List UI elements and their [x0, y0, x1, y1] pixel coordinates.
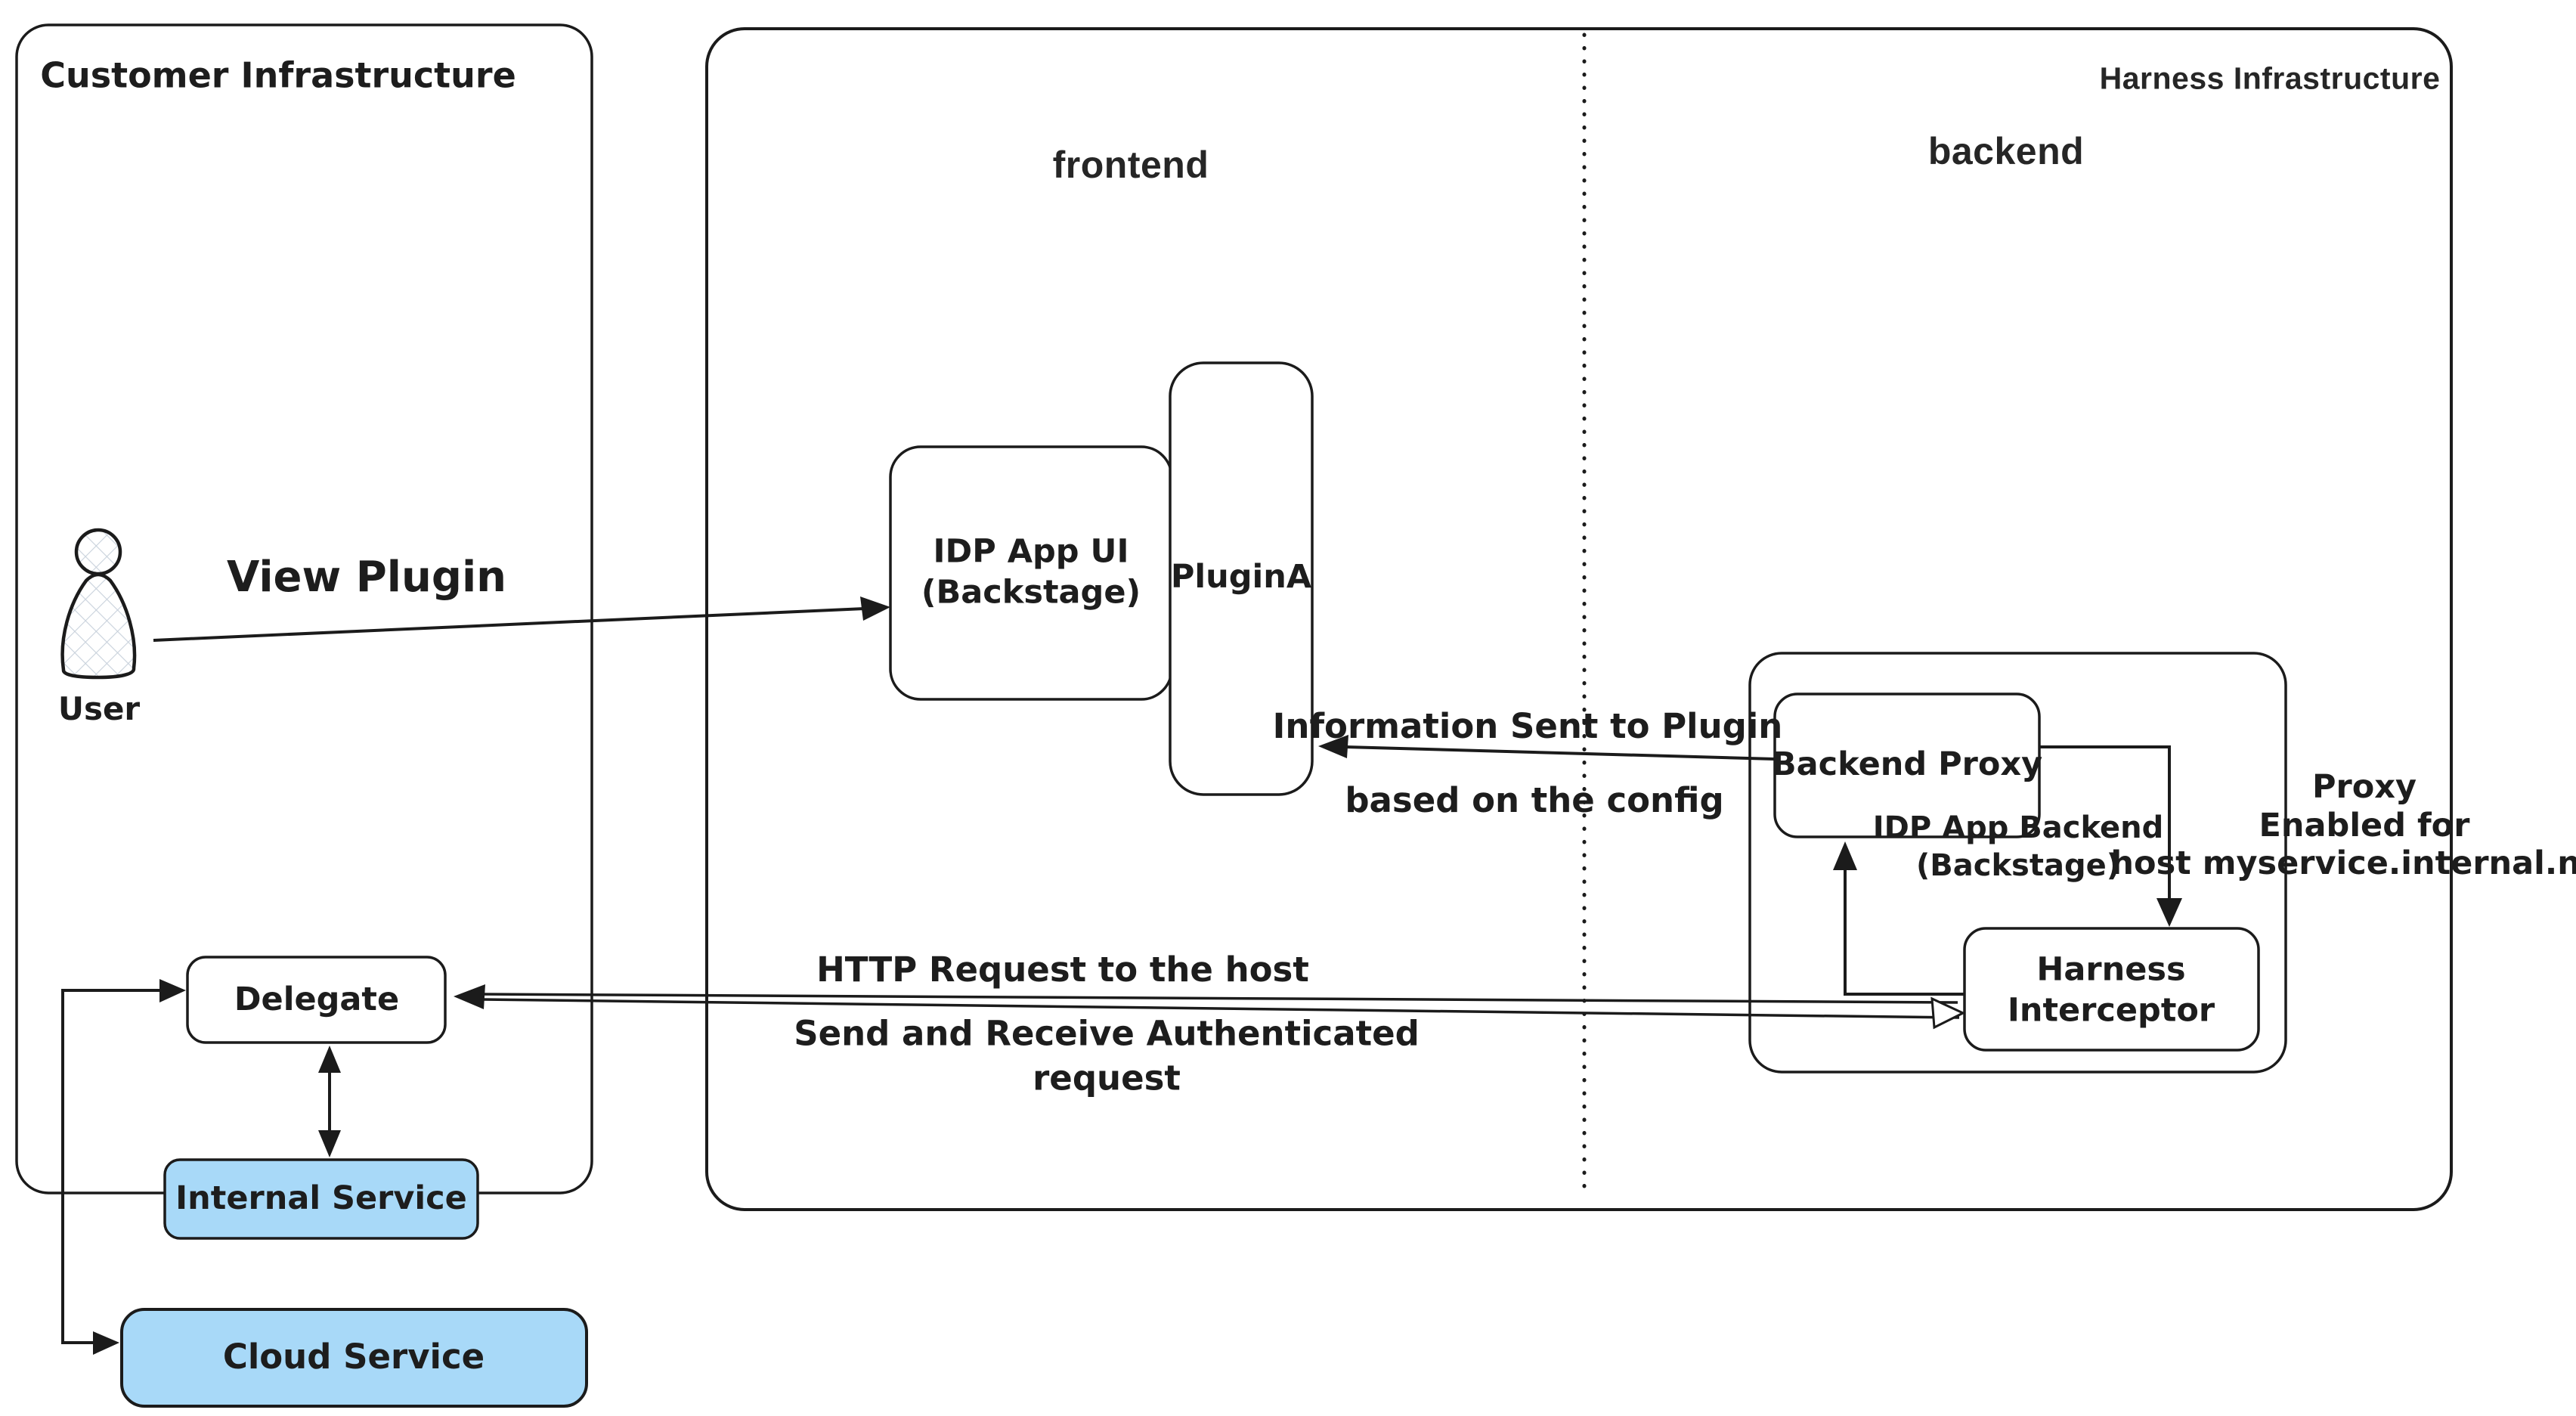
proxy-to-interceptor-arrowhead	[2156, 898, 2182, 927]
frontend-section-label: frontend	[1052, 143, 1209, 186]
send-receive-label: Send and Receive Authenticated request	[794, 1013, 1420, 1098]
harness-interceptor-label: Harness Interceptor	[2007, 950, 2215, 1029]
internal-service-box	[163, 1158, 479, 1240]
user-icon-head	[74, 528, 122, 576]
interceptor-to-proxy-line	[1844, 869, 1965, 996]
http-request-arrowhead-delegate	[454, 984, 485, 1009]
user-icon-body	[60, 572, 137, 680]
idp-app-backend-label: IDP App Backend (Backstage)	[1872, 810, 2164, 883]
proxy-note-label: Proxy Enabled for host myservice.interna…	[2110, 767, 2576, 883]
customer-infrastructure-title: Customer Infrastructure	[40, 54, 516, 96]
backend-section-label: backend	[1927, 129, 2085, 172]
info-sent-label-line2: based on the config	[1345, 779, 1724, 820]
delegate-internal-arrowhead-down	[318, 1130, 341, 1157]
view-plugin-label: View Plugin	[226, 553, 507, 602]
http-request-line-upper	[480, 993, 1958, 1004]
view-plugin-arrow-line	[153, 607, 866, 642]
cloud-service-label: Cloud Service	[222, 1336, 485, 1377]
plugin-a-box	[1169, 361, 1314, 796]
delegate-box	[186, 956, 447, 1044]
idp-app-ui-label: IDP App UI (Backstage)	[921, 532, 1141, 611]
backend-proxy-box	[1773, 693, 2041, 838]
delegate-cloud-arrowhead-delegate	[159, 979, 186, 1002]
harness-interceptor-box	[1963, 927, 2260, 1052]
delegate-cloud-arrowhead-cloud	[93, 1331, 119, 1355]
cloud-service-box	[120, 1308, 588, 1408]
view-plugin-arrowhead	[860, 596, 890, 621]
backend-proxy-label: Backend Proxy	[1771, 745, 2043, 784]
user-label: User	[57, 689, 141, 727]
http-request-line-lower	[481, 998, 1960, 1019]
info-sent-arrow-line	[1345, 745, 1776, 761]
proxy-to-interceptor-line	[2039, 745, 2171, 901]
delegate-label: Delegate	[234, 981, 400, 1019]
harness-infrastructure-title: Harness Infrastructure	[2099, 60, 2441, 96]
http-request-arrowhead-interceptor	[1930, 996, 1966, 1030]
info-sent-label-line1: Information Sent to Plugin	[1272, 705, 1783, 746]
plugin-a-label: PluginA	[1170, 558, 1312, 596]
delegate-internal-arrowhead-up	[318, 1046, 341, 1073]
interceptor-to-proxy-arrowhead	[1833, 841, 1857, 870]
internal-service-label: Internal Service	[175, 1179, 467, 1218]
info-sent-arrowhead	[1318, 735, 1348, 758]
http-request-label: HTTP Request to the host	[816, 949, 1309, 990]
delegate-cloud-line	[61, 989, 180, 1344]
